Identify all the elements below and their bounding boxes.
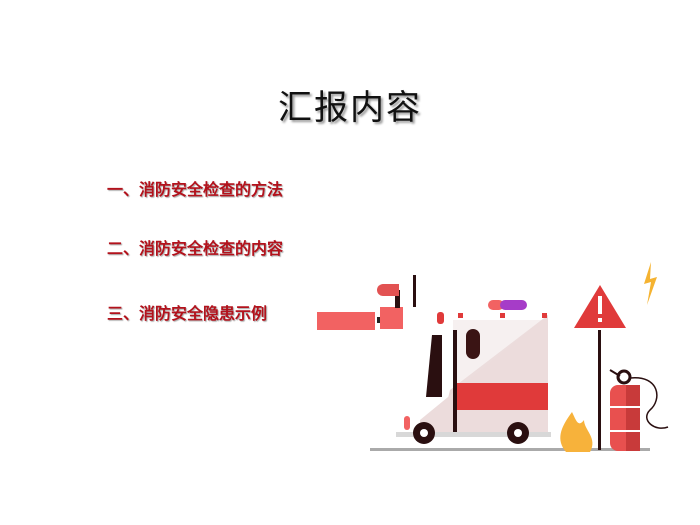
agenda-item-1: 一、消防安全检查的方法 xyxy=(107,180,284,199)
lightning-icon xyxy=(644,262,657,305)
fire-truck-icon xyxy=(396,300,551,444)
ground-line xyxy=(370,448,650,451)
hose-icon xyxy=(317,275,416,330)
fire-extinguisher-icon xyxy=(609,369,669,451)
agenda-item-3: 三、消防安全隐患示例 xyxy=(107,304,268,323)
agenda-item-2: 二、消防安全检查的内容 xyxy=(107,239,284,258)
slide-title: 汇报内容 xyxy=(278,88,422,128)
flame-icon xyxy=(560,412,593,452)
warning-sign-icon xyxy=(574,285,626,450)
